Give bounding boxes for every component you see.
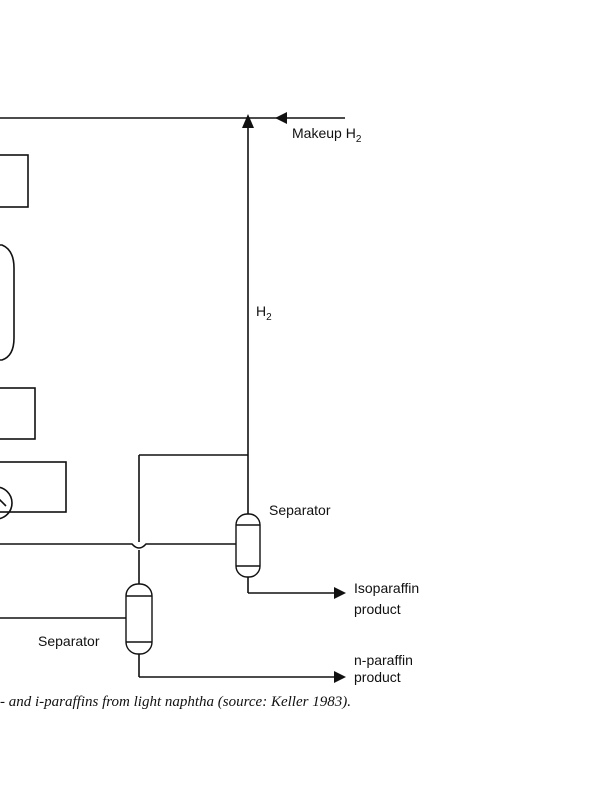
isoparaffin-label-line2: product	[354, 601, 401, 617]
heat-exchanger	[0, 486, 13, 520]
upper-separator-vessel	[235, 513, 261, 578]
nparaffin-label-line2: product	[354, 669, 401, 685]
lower-separator-vessel	[125, 583, 153, 655]
equipment-box-2	[0, 387, 36, 440]
isoparaffin-arrow	[334, 587, 346, 599]
upper-separator-label: Separator	[269, 502, 331, 518]
h2-label: H2	[256, 303, 272, 323]
nparaffin-arrow	[334, 671, 346, 683]
makeup-h2-arrow	[275, 112, 287, 124]
reactor-vessel	[0, 244, 15, 361]
h2-recycle-arrow	[242, 114, 254, 128]
nparaffin-label-line1: n-paraffin	[354, 652, 413, 668]
main-feed-line	[0, 543, 236, 549]
isoparaffin-label-line1: Isoparaffin	[354, 580, 419, 596]
equipment-box-3	[0, 461, 67, 513]
figure-caption: - and i-paraffins from light naphtha (so…	[0, 694, 351, 710]
lower-separator-label: Separator	[38, 633, 100, 649]
heat-exchanger-stroke	[0, 498, 7, 507]
equipment-box-1	[0, 154, 29, 208]
makeup-h2-label: Makeup H2	[292, 125, 362, 145]
